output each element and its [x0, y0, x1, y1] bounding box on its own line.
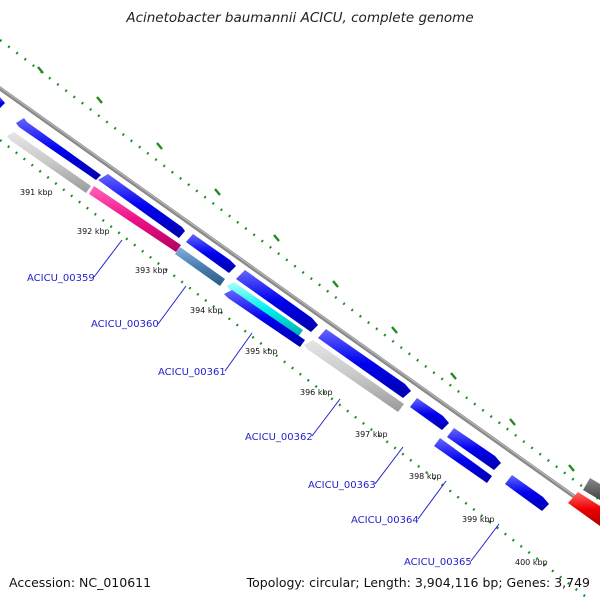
gene-label[interactable]: ACICU_00364 — [351, 515, 419, 526]
topology-summary: Topology: circular; Length: 3,904,116 bp… — [246, 575, 590, 590]
gene-label[interactable]: ACICU_00363 — [308, 480, 376, 491]
kbp-labels: 391 kbp 392 kbp 393 kbp 394 kbp 395 kbp … — [20, 188, 548, 567]
gene-label[interactable]: ACICU_00362 — [245, 432, 313, 443]
kbp-label: 395 kbp — [245, 347, 278, 356]
kbp-label: 397 kbp — [355, 430, 388, 439]
kbp-label: 396 kbp — [300, 388, 333, 397]
gene-forward-1[interactable] — [0, 97, 5, 108]
gene-forward-7[interactable] — [410, 398, 449, 430]
gene-forward-9[interactable] — [505, 475, 549, 511]
outer-major-ticks — [37, 66, 575, 472]
gene-label[interactable]: ACICU_00359 — [27, 273, 95, 284]
gene-forward-5[interactable] — [236, 270, 318, 332]
kbp-label: 400 kbp — [515, 558, 548, 567]
gene-reverse-steel[interactable] — [175, 247, 225, 286]
gene-forward-2[interactable] — [16, 118, 101, 180]
gene-forward-4[interactable] — [186, 234, 236, 273]
backbone-highlight — [0, 86, 600, 515]
gene-forward-red[interactable] — [568, 492, 600, 526]
gene-leader-lines — [93, 239, 500, 562]
genome-backbone — [0, 86, 600, 518]
gene-forward-3[interactable] — [98, 174, 185, 238]
gene-label[interactable]: ACICU_00365 — [404, 557, 472, 568]
kbp-label: 391 kbp — [20, 188, 53, 197]
kbp-label: 399 kbp — [462, 515, 495, 524]
gene-labels[interactable]: ACICU_00359 ACICU_00360 ACICU_00361 ACIC… — [27, 273, 472, 568]
gene-forward-6[interactable] — [318, 329, 411, 398]
kbp-label: 398 kbp — [409, 472, 442, 481]
gene-reverse-cyan[interactable] — [227, 282, 303, 337]
inner-dotted-ruler — [0, 139, 591, 600]
gene-label[interactable]: ACICU_00361 — [158, 367, 226, 378]
kbp-label: 394 kbp — [190, 306, 223, 315]
kbp-label: 393 kbp — [135, 266, 168, 275]
gene-label[interactable]: ACICU_00360 — [91, 319, 159, 330]
gene-forward-dark[interactable] — [583, 478, 600, 500]
gene-reverse-blue-1[interactable] — [224, 290, 305, 347]
kbp-label: 392 kbp — [77, 227, 110, 236]
gene-reverse-gray-1[interactable] — [7, 132, 91, 193]
accession-text: Accession: NC_010611 — [9, 575, 152, 590]
gene-forward-8[interactable] — [447, 428, 501, 470]
gene-reverse-blue-2[interactable] — [434, 438, 492, 483]
map-title: Acinetobacter baumannii ACICU, complete … — [126, 10, 474, 26]
gene-reverse-gray-2[interactable] — [304, 340, 404, 412]
gene-reverse-pink[interactable] — [89, 186, 181, 252]
outer-dotted-ruler — [0, 39, 600, 501]
